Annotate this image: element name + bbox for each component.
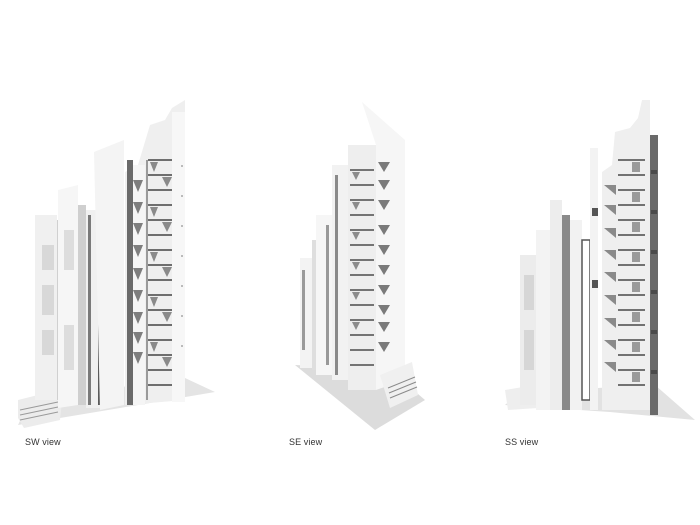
tower-main	[125, 100, 185, 405]
tower-mid-slab	[332, 165, 348, 380]
se-view-label: SE view	[289, 437, 323, 447]
tower-main	[348, 102, 405, 390]
sw-tower-render	[18, 100, 215, 428]
sw-view-label: SW view	[25, 437, 61, 447]
balcony-triangles	[378, 162, 390, 352]
ss-view: SS view	[460, 0, 700, 525]
tower-left-blocks	[520, 200, 591, 410]
ss-tower-render	[505, 100, 695, 420]
tower-main	[602, 100, 658, 415]
tower-left-slabs	[300, 215, 332, 375]
tower-tall-slab	[94, 140, 124, 410]
balcony-wedges	[604, 185, 616, 372]
floor-grid	[350, 169, 374, 366]
se-view: SE view	[240, 0, 460, 525]
tower-thin-slab	[590, 148, 598, 410]
grid-triangles	[150, 162, 172, 367]
floor-grid	[618, 159, 645, 386]
tower-second-slab	[58, 185, 86, 408]
balcony-triangles	[133, 180, 143, 364]
ss-view-label: SS view	[505, 437, 539, 447]
se-tower-render	[295, 102, 425, 430]
sw-view: SW view	[0, 0, 240, 525]
podium	[18, 392, 62, 428]
podium	[380, 362, 418, 408]
